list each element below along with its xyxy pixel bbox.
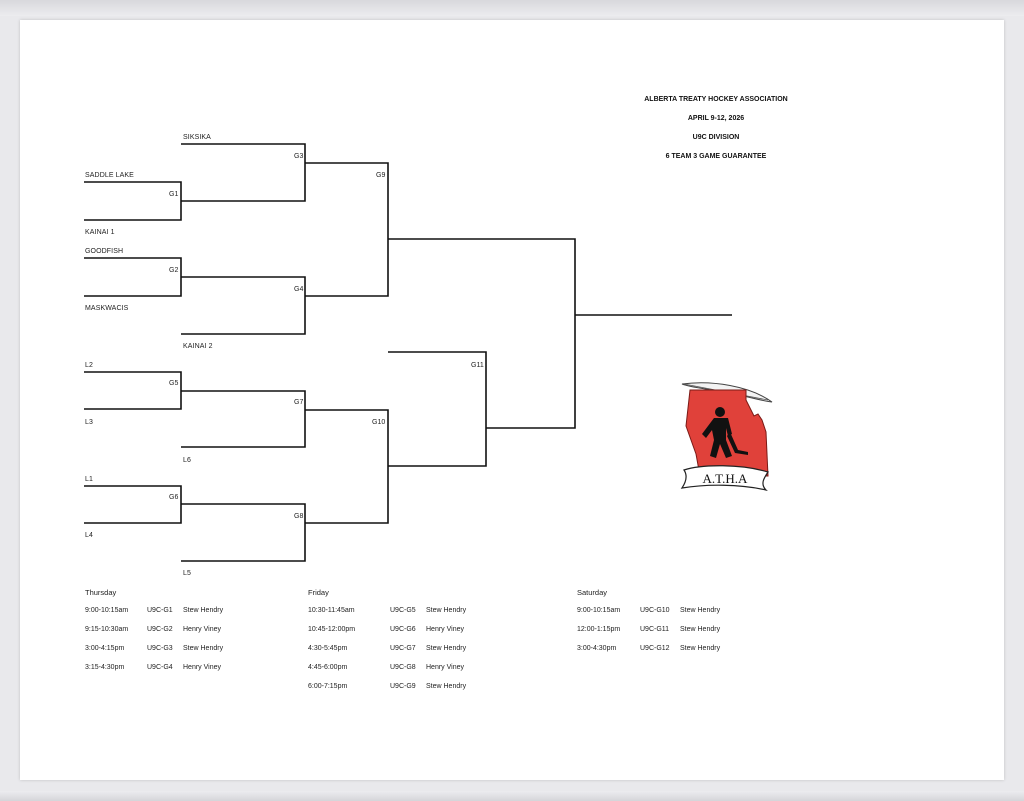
game-label-g3: G3 bbox=[294, 153, 304, 160]
team-l4: L4 bbox=[85, 532, 93, 539]
game-label-g5: G5 bbox=[169, 380, 179, 387]
schedule-time: 3:00-4:15pm bbox=[85, 645, 125, 652]
g4-bracket-line bbox=[181, 276, 306, 335]
team-l3: L3 bbox=[85, 419, 93, 426]
logo-banner bbox=[680, 465, 769, 492]
game-label-g9: G9 bbox=[376, 172, 386, 179]
schedule-referee: Stew Hendry bbox=[426, 645, 467, 652]
final-bracket-line bbox=[388, 238, 576, 429]
schedule-time: 3:00-4:30pm bbox=[577, 645, 617, 652]
schedule-referee: Henry Viney bbox=[426, 664, 465, 671]
g3-bracket-line bbox=[181, 143, 306, 202]
schedule-referee: Stew Hendry bbox=[183, 607, 224, 614]
game-label-g10: G10 bbox=[372, 419, 386, 426]
atha-logo: A.T.H.A bbox=[680, 382, 773, 492]
team-saddle-lake: SADDLE LAKE bbox=[85, 172, 134, 179]
schedule-referee: Stew Hendry bbox=[426, 607, 467, 614]
schedule-time: 9:00-10:15am bbox=[577, 607, 621, 614]
schedule-referee: Stew Hendry bbox=[680, 626, 721, 633]
game-label-g8: G8 bbox=[294, 513, 304, 520]
schedule-game: U9C-G11 bbox=[640, 626, 670, 633]
org-title: ALBERTA TREATY HOCKEY ASSOCIATION bbox=[644, 96, 788, 103]
schedule-saturday-title: Saturday bbox=[577, 588, 608, 597]
team-l2: L2 bbox=[85, 362, 93, 369]
g8-bracket-line bbox=[181, 503, 306, 562]
game-label-g2: G2 bbox=[169, 267, 179, 274]
hockey-player-icon bbox=[702, 407, 748, 458]
schedule-game: U9C-G10 bbox=[640, 607, 670, 614]
division-title: U9C DIVISION bbox=[692, 134, 740, 141]
schedule-game: U9C-G5 bbox=[390, 607, 416, 614]
team-maskwacis: MASKWACIS bbox=[85, 305, 129, 312]
alberta-map-shape bbox=[685, 389, 769, 477]
schedule-game: U9C-G12 bbox=[640, 645, 670, 652]
schedule-referee: Stew Hendry bbox=[426, 683, 467, 690]
g9-bracket-line bbox=[305, 162, 389, 297]
logo-text: A.T.H.A bbox=[703, 471, 749, 486]
schedule-time: 10:30-11:45am bbox=[308, 607, 355, 614]
schedule-friday-title: Friday bbox=[308, 588, 329, 597]
team-kainai-1: KAINAI 1 bbox=[85, 229, 115, 236]
schedule-game: U9C-G9 bbox=[390, 683, 416, 690]
schedule-game: U9C-G6 bbox=[390, 626, 416, 633]
schedule-referee: Stew Hendry bbox=[183, 645, 224, 652]
team-siksika: SIKSIKA bbox=[183, 134, 211, 141]
schedule-time: 6:00-7:15pm bbox=[308, 683, 348, 690]
schedule-game: U9C-G2 bbox=[147, 626, 173, 633]
schedule-time: 9:15-10:30am bbox=[85, 626, 129, 633]
schedule-game: U9C-G4 bbox=[147, 664, 173, 671]
schedule-time: 4:30-5:45pm bbox=[308, 645, 348, 652]
schedule-game: U9C-G8 bbox=[390, 664, 416, 671]
game-label-g6: G6 bbox=[169, 494, 179, 501]
g5-bracket-line bbox=[84, 371, 182, 410]
schedule-referee: Henry Viney bbox=[183, 626, 222, 633]
tournament-dates: APRIL 9-12, 2026 bbox=[687, 115, 745, 122]
g6-bracket-line bbox=[84, 485, 182, 524]
team-l5: L5 bbox=[183, 570, 191, 577]
schedule-time: 12:00-1:15pm bbox=[577, 626, 621, 633]
team-l1: L1 bbox=[85, 476, 93, 483]
schedule-game: U9C-G7 bbox=[390, 645, 416, 652]
schedule-game: U9C-G3 bbox=[147, 645, 173, 652]
schedule-game: U9C-G1 bbox=[147, 607, 173, 614]
team-l6: L6 bbox=[183, 457, 191, 464]
schedule-referee: Henry Viney bbox=[183, 664, 222, 671]
bracket-page bbox=[20, 20, 1004, 780]
schedule-time: 10:45-12:00pm bbox=[308, 626, 356, 633]
schedule-time: 9:00-10:15am bbox=[85, 607, 129, 614]
g7-bracket-line bbox=[181, 390, 306, 448]
schedule-referee: Stew Hendry bbox=[680, 607, 721, 614]
g2-bracket-line bbox=[84, 257, 182, 297]
game-label-g4: G4 bbox=[294, 286, 304, 293]
g1-bracket-line bbox=[84, 181, 182, 221]
previous-page-edge bbox=[0, 0, 1024, 16]
game-label-g7: G7 bbox=[294, 399, 304, 406]
team-goodfish: GOODFISH bbox=[85, 248, 124, 255]
next-page-edge bbox=[0, 791, 1024, 801]
schedule-referee: Stew Hendry bbox=[680, 645, 721, 652]
g11-bracket-line bbox=[388, 351, 487, 467]
format-title: 6 TEAM 3 GAME GUARANTEE bbox=[665, 153, 767, 160]
game-label-g1: G1 bbox=[169, 191, 179, 198]
schedule-time: 3:15-4:30pm bbox=[85, 664, 125, 671]
game-label-g11: G11 bbox=[471, 362, 484, 369]
schedule-referee: Henry Viney bbox=[426, 626, 465, 633]
schedule-thursday-title: Thursday bbox=[85, 588, 117, 597]
schedule-time: 4:45-6:00pm bbox=[308, 664, 348, 671]
team-kainai-2: KAINAI 2 bbox=[183, 343, 213, 350]
